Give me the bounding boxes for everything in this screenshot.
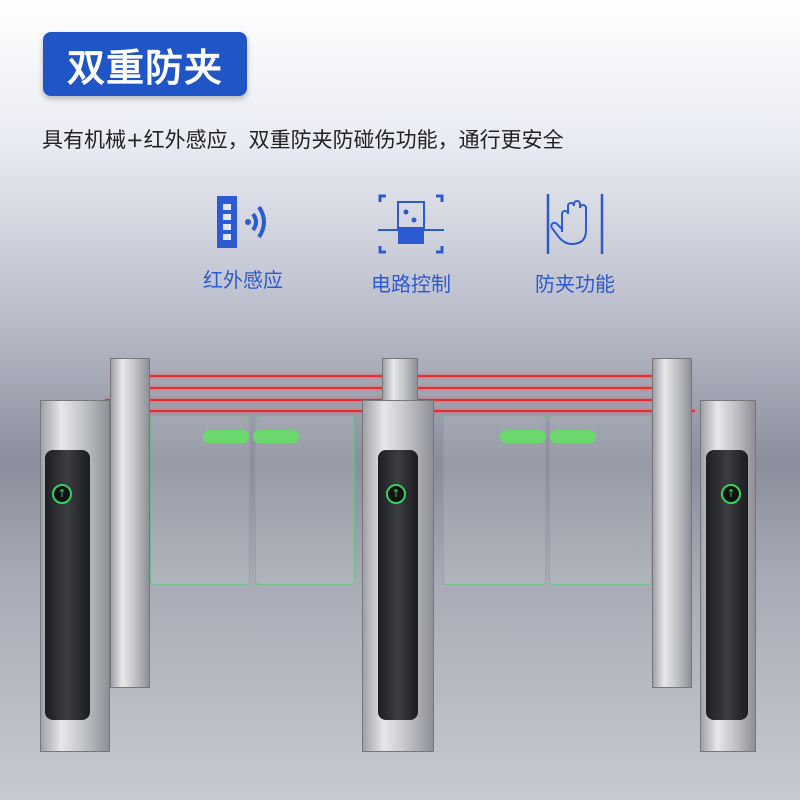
feature-label: 防夹功能 bbox=[535, 272, 615, 296]
glass-flap bbox=[150, 415, 250, 585]
flap-indicator bbox=[203, 430, 249, 443]
glass-flap bbox=[549, 415, 652, 585]
feature-infrared: 红外感应 bbox=[178, 192, 308, 293]
feature-label: 红外感应 bbox=[203, 268, 283, 292]
glass-flap bbox=[443, 415, 546, 585]
flap-indicator bbox=[550, 430, 596, 443]
hand-stop-icon bbox=[546, 194, 604, 254]
flap-indicator bbox=[500, 430, 546, 443]
glass-flap bbox=[255, 415, 355, 585]
feature-anti-pinch: 防夹功能 bbox=[510, 192, 640, 297]
infrared-sensor-icon bbox=[217, 196, 266, 248]
circuit-chip-icon bbox=[378, 194, 444, 254]
green-arrow-indicator-icon: ↑ bbox=[386, 484, 406, 504]
turnstile-post-rear-right bbox=[652, 358, 692, 688]
turnstile-post-rear-left bbox=[110, 358, 150, 688]
green-arrow-indicator-icon: ↑ bbox=[721, 484, 741, 504]
turnstile-illustration: ↑ ↑ ↑ bbox=[0, 340, 800, 800]
flap-indicator bbox=[253, 430, 299, 443]
feature-circuit: 电路控制 bbox=[346, 192, 476, 297]
feature-label: 电路控制 bbox=[371, 272, 451, 296]
subtitle: 具有机械+红外感应，双重防夹防碰伤功能，通行更安全 bbox=[42, 128, 564, 152]
title-badge: 双重防夹 bbox=[43, 32, 247, 96]
green-arrow-indicator-icon: ↑ bbox=[52, 484, 72, 504]
